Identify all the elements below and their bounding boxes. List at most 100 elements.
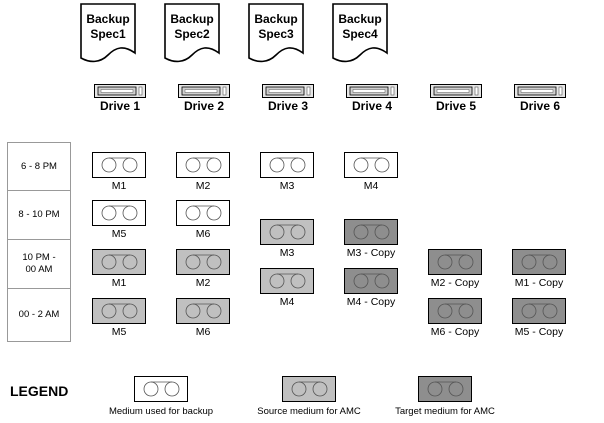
- tape-medium-label: M5 - Copy: [514, 326, 564, 338]
- tape-medium-label: M5: [111, 228, 127, 240]
- tape-reels-icon: [185, 205, 222, 221]
- tape-drive: Drive 3: [260, 84, 316, 113]
- time-slot-label: 10 PM -00 AM: [22, 252, 55, 276]
- time-slot-8-10pm: 8 - 10 PM: [7, 190, 71, 240]
- time-slot-label-line1: 10 PM -: [22, 252, 56, 263]
- legend-label: Target medium for AMC: [395, 406, 495, 417]
- drive-label: Drive 6: [519, 99, 561, 113]
- tape-cartridge-body: [512, 249, 566, 275]
- tape-medium-source: [260, 219, 314, 245]
- document-icon: [248, 3, 304, 63]
- tape-cartridge-body: [344, 268, 398, 294]
- tape-medium-source: [176, 249, 230, 275]
- tape-drive: Drive 2: [176, 84, 232, 113]
- tape-reels-icon: [269, 224, 306, 240]
- tape-medium-label: M6: [195, 326, 211, 338]
- tape-medium-label: M3: [279, 180, 295, 192]
- tape-reels-icon: [437, 254, 474, 270]
- tape-reels-icon: [291, 381, 328, 397]
- legend-label: Medium used for backup: [108, 406, 214, 417]
- tape-reels-icon: [101, 205, 138, 221]
- tape-reels-icon: [353, 157, 390, 173]
- time-slot-label: 8 - 10 PM: [18, 209, 60, 220]
- tape-medium-label: M1 - Copy: [514, 277, 564, 289]
- tape-medium-target: [428, 298, 482, 324]
- tape-reels-icon: [101, 303, 138, 319]
- legend-label: Source medium for AMC: [257, 406, 361, 417]
- tape-medium-label: M4 - Copy: [346, 296, 396, 308]
- tape-medium-source: [92, 249, 146, 275]
- tape-medium-backup: [92, 152, 146, 178]
- legend-swatch-backup: [134, 376, 188, 402]
- tape-reels-icon: [521, 303, 558, 319]
- tape-medium-source: [260, 268, 314, 294]
- document-icon: [80, 3, 136, 63]
- backup-spec-label-line1: Backup: [338, 12, 382, 26]
- document-icon: [332, 3, 388, 63]
- tape-medium-target: [344, 219, 398, 245]
- backup-spec-label-line2: Spec4: [342, 27, 378, 41]
- backup-spec-label-line2: Spec2: [174, 27, 210, 41]
- tape-medium-label: M4: [363, 180, 379, 192]
- tape-reels-icon: [185, 157, 222, 173]
- backup-spec-label-line1: Backup: [86, 12, 130, 26]
- time-slot-00-2am: 00 - 2 AM: [7, 288, 71, 342]
- tape-medium-label: M6: [195, 228, 211, 240]
- tape-medium-label: M1: [111, 180, 127, 192]
- tape-drive: Drive 6: [512, 84, 568, 113]
- tape-reels-icon: [101, 254, 138, 270]
- tape-medium-label: M4: [279, 296, 295, 308]
- tape-reels-icon: [185, 303, 222, 319]
- tape-drive-icon: [262, 84, 314, 98]
- backup-spec-label-line2: Spec3: [258, 27, 294, 41]
- tape-reels-icon: [437, 303, 474, 319]
- tape-medium-label: M5: [111, 326, 127, 338]
- drive-label: Drive 4: [351, 99, 393, 113]
- time-slot-10pm-00am: 10 PM -00 AM: [7, 239, 71, 289]
- tape-reels-icon: [427, 381, 464, 397]
- tape-medium-label: M6 - Copy: [430, 326, 480, 338]
- tape-medium-label: M2 - Copy: [430, 277, 480, 289]
- drive-label: Drive 1: [99, 99, 141, 113]
- tape-drive-icon: [346, 84, 398, 98]
- tape-medium-backup: [260, 152, 314, 178]
- tape-reels-icon: [353, 273, 390, 289]
- legend-swatch-target: [418, 376, 472, 402]
- backup-spec-label-line1: Backup: [170, 12, 214, 26]
- tape-drive-icon: [94, 84, 146, 98]
- tape-medium-target: [512, 249, 566, 275]
- drive-label: Drive 2: [183, 99, 225, 113]
- tape-reels-icon: [143, 381, 180, 397]
- tape-reels-icon: [101, 157, 138, 173]
- backup-spec-label-line2: Spec1: [90, 27, 126, 41]
- tape-medium-source: [176, 298, 230, 324]
- tape-reels-icon: [353, 224, 390, 240]
- tape-medium-label: M1: [111, 277, 127, 289]
- tape-drive: Drive 5: [428, 84, 484, 113]
- document-icon: [164, 3, 220, 63]
- tape-medium-target: [428, 249, 482, 275]
- tape-medium-target: [344, 268, 398, 294]
- tape-drive: Drive 4: [344, 84, 400, 113]
- backup-spec-label-line1: Backup: [254, 12, 298, 26]
- tape-medium-backup: [92, 200, 146, 226]
- drive-label: Drive 5: [435, 99, 477, 113]
- time-slot-label: 6 - 8 PM: [21, 160, 57, 172]
- tape-medium-backup: [176, 200, 230, 226]
- tape-reels-icon: [185, 254, 222, 270]
- drive-label: Drive 3: [267, 99, 309, 113]
- tape-drive-icon: [514, 84, 566, 98]
- time-slot-label: 00 - 2 AM: [18, 309, 60, 320]
- tape-medium-label: M2: [195, 180, 211, 192]
- tape-drive-icon: [430, 84, 482, 98]
- time-slot-label-line2: 00 AM: [25, 264, 53, 275]
- tape-medium-backup: [176, 152, 230, 178]
- tape-drive-icon: [178, 84, 230, 98]
